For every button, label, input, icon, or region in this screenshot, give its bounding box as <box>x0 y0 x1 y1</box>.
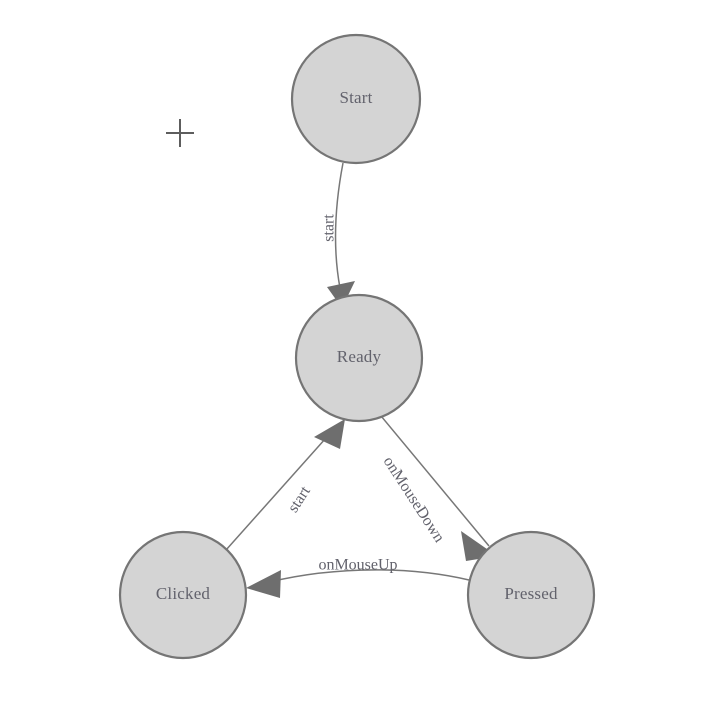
plus-marker-icon <box>166 119 194 147</box>
edge-start-to-ready-arrowhead <box>327 281 355 308</box>
edge-start-to-ready[interactable] <box>327 162 355 308</box>
edge-pressed-to-clicked[interactable] <box>246 569 470 598</box>
edge-start-to-ready-path <box>334 162 344 289</box>
node-start[interactable]: Start <box>290 33 422 165</box>
edge-label-clicked-to-ready: start <box>285 483 315 516</box>
node-pressed-circle[interactable] <box>466 530 596 660</box>
edge-label-ready-to-pressed: onMouseDown <box>380 454 448 546</box>
node-pressed-label: Pressed <box>504 584 558 603</box>
edge-clicked-to-ready-arrowhead <box>314 419 345 449</box>
edge-clicked-to-ready[interactable] <box>225 419 345 551</box>
node-ready-label: Ready <box>337 347 382 366</box>
edge-clicked-to-ready-path <box>225 428 335 551</box>
node-pressed[interactable]: Pressed <box>466 530 596 660</box>
edge-label-start-to-ready: start <box>321 214 338 242</box>
edge-pressed-to-clicked-path <box>257 569 470 586</box>
node-clicked-circle[interactable] <box>118 530 248 660</box>
node-clicked-label: Clicked <box>156 584 211 603</box>
node-start-label: Start <box>339 88 372 107</box>
node-ready[interactable]: Ready <box>294 293 424 423</box>
edge-label-pressed-to-clicked: onMouseUp <box>318 557 397 574</box>
node-clicked[interactable]: Clicked <box>118 530 248 660</box>
node-ready-circle[interactable] <box>294 293 424 423</box>
edge-ready-to-pressed-path <box>380 415 490 547</box>
edge-pressed-to-clicked-arrowhead <box>246 570 281 598</box>
node-start-circle[interactable] <box>290 33 422 165</box>
